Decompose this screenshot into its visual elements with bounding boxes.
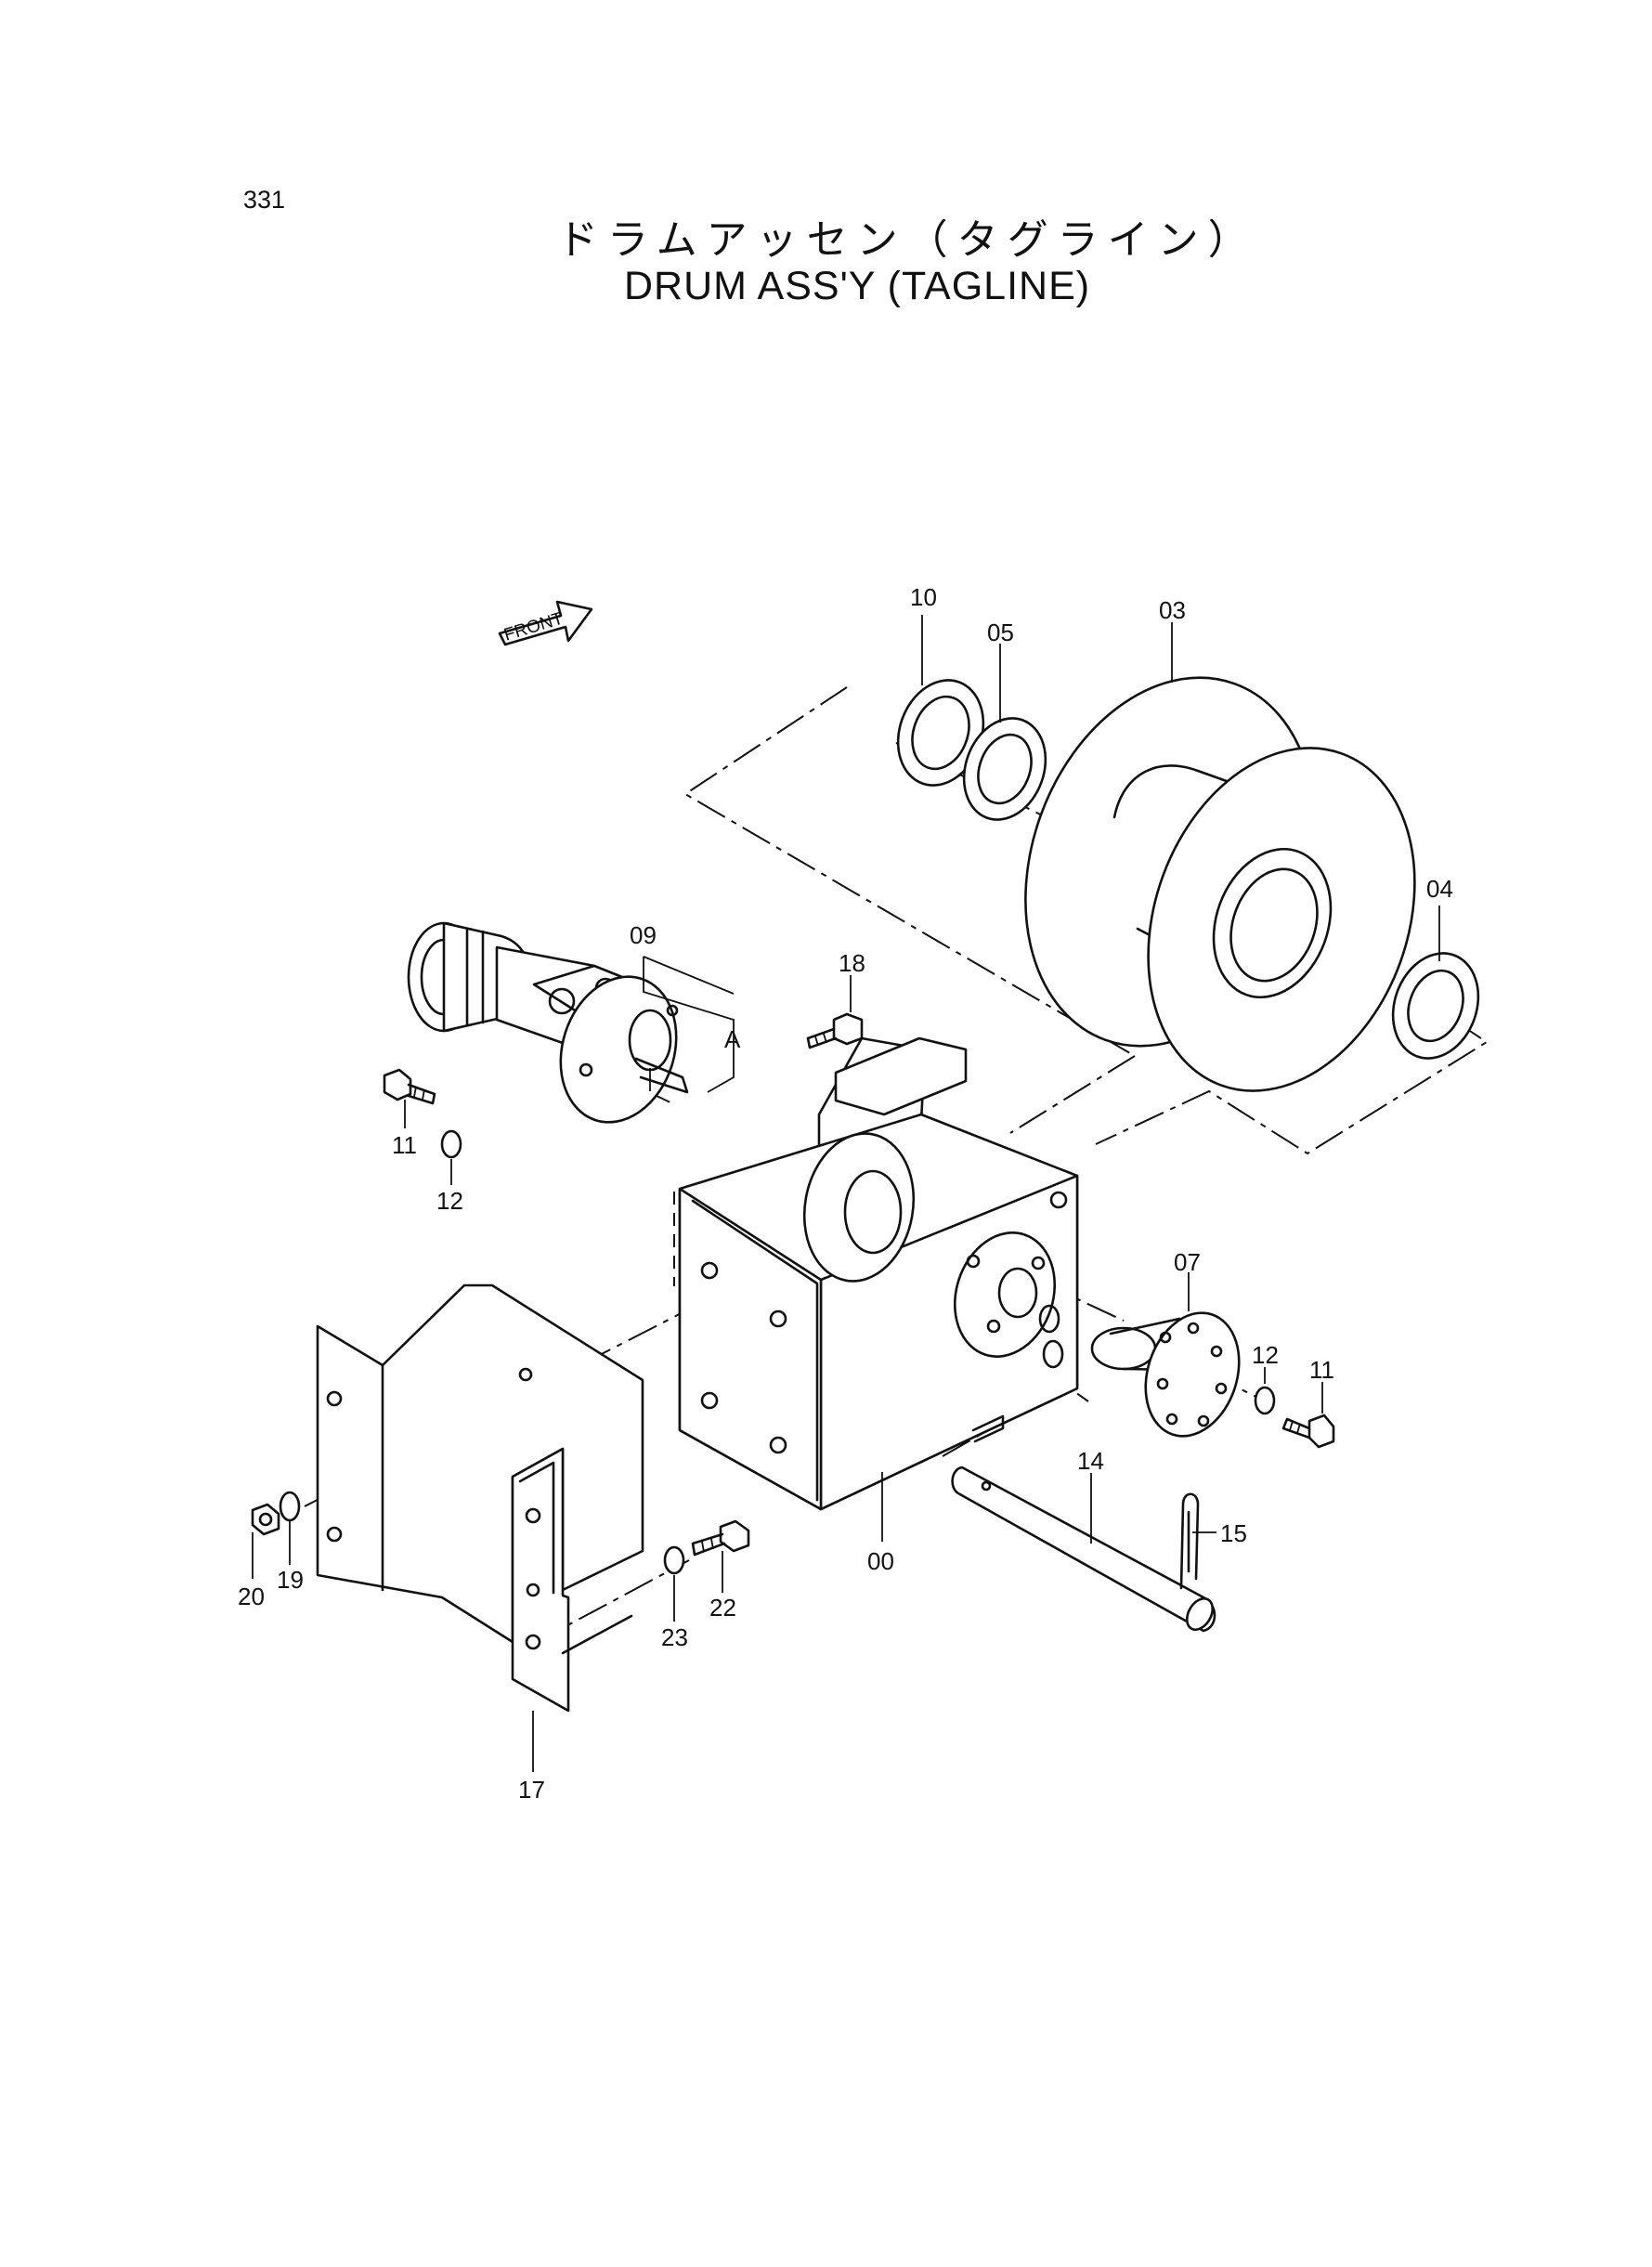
callout-00: 00: [867, 1547, 894, 1575]
bolt-22: [691, 1519, 750, 1557]
washer-12-right: [1254, 1386, 1276, 1415]
front-label: FRONT: [501, 608, 566, 645]
callout-07: 07: [1174, 1248, 1201, 1276]
washer-23: [663, 1545, 685, 1575]
washer-12-left: [440, 1129, 462, 1159]
callout-20: 20: [238, 1583, 265, 1610]
gearbox-00: [678, 1036, 1079, 1511]
title-japanese: ドラムアッセン（タグライン）: [557, 216, 1258, 264]
leader-lines: [252, 615, 1440, 1772]
callout-09: 09: [630, 921, 657, 949]
callout-23: 23: [661, 1623, 688, 1651]
bolt-18: [806, 1012, 864, 1049]
front-arrow-marker: FRONT: [498, 600, 593, 646]
flange-07: [1090, 1311, 1241, 1438]
bracket-17: [316, 1283, 644, 1713]
washer-19: [279, 1491, 301, 1522]
callout-05: 05: [987, 619, 1014, 646]
callout-17: 17: [518, 1776, 545, 1804]
callout-11-right: 11: [1309, 1356, 1334, 1384]
reference-a: A: [724, 1025, 741, 1053]
callout-15: 15: [1220, 1519, 1247, 1547]
bolt-11-right: [1281, 1414, 1335, 1449]
drum-03: [1024, 676, 1416, 1092]
callout-12-right: 12: [1252, 1341, 1279, 1369]
callout-12-left: 12: [436, 1187, 463, 1215]
callout-10: 10: [910, 583, 937, 611]
callout-18: 18: [839, 949, 865, 977]
callout-19: 19: [277, 1566, 304, 1594]
page-number: 331: [243, 186, 286, 214]
clip-15: [1179, 1492, 1200, 1590]
motor-09: [407, 921, 689, 1124]
callout-03: 03: [1159, 596, 1186, 624]
bolt-11-left: [383, 1068, 436, 1105]
callout-14: 14: [1077, 1447, 1104, 1475]
callout-22: 22: [709, 1594, 736, 1622]
callout-04: 04: [1426, 875, 1453, 903]
pin-14: [951, 1466, 1216, 1633]
ring-04: [1391, 952, 1480, 1060]
ring-05: [962, 717, 1047, 821]
title-english: DRUM ASS'Y (TAGLINE): [624, 264, 1091, 308]
callout-11-left: 11: [392, 1131, 417, 1159]
callout-labels: 10 05 03 04 09 A 18 11 12 07 12 11 14 15…: [238, 583, 1453, 1804]
nut-20: [251, 1503, 280, 1536]
